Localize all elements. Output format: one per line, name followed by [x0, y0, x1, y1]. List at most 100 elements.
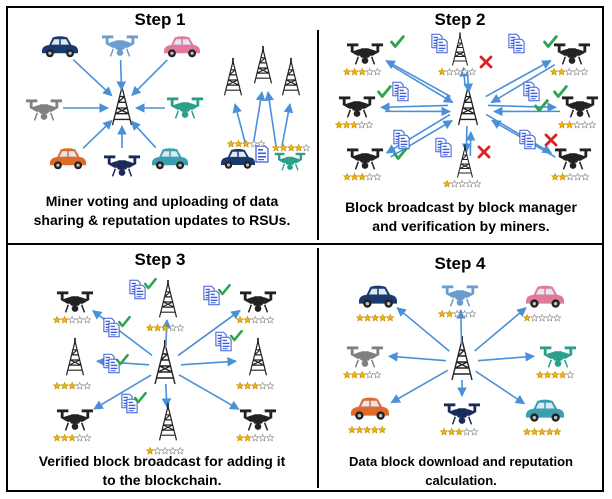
arrow [385, 113, 451, 154]
step4-caption: Data block download and reputation calcu… [322, 452, 600, 490]
tower-icon [154, 340, 176, 385]
cross-icon [544, 133, 558, 147]
checkmark-icon [377, 85, 392, 98]
star-rating-icon [535, 370, 575, 379]
document-icon [255, 145, 269, 163]
document-icon [220, 336, 232, 352]
car-icon [50, 148, 86, 170]
drone-icon [554, 148, 592, 170]
tower-icon [253, 45, 273, 84]
star-rating-icon [550, 172, 590, 181]
document-icon [398, 134, 410, 150]
arrow [474, 307, 527, 352]
cross-icon [477, 145, 491, 159]
tower-icon [158, 279, 178, 318]
step1-caption-line2: sharing & reputation updates to RSUs. [33, 212, 291, 228]
star-rating-icon [342, 172, 382, 181]
star-rating-icon [271, 143, 311, 152]
arrow [131, 59, 168, 96]
star-rating-icon [334, 120, 374, 129]
step4-caption-line1: Data block download and reputation [349, 454, 573, 469]
drone-icon [441, 285, 479, 307]
checkmark-icon [133, 391, 147, 404]
drone-icon [166, 97, 204, 119]
arrow [385, 59, 451, 98]
arrow [72, 58, 113, 97]
checkmark-icon [553, 85, 568, 98]
document-icon [513, 38, 525, 54]
car-icon [42, 36, 78, 58]
arrow [161, 319, 172, 349]
arrow [91, 310, 153, 356]
car-icon [526, 285, 564, 308]
star-rating-icon [226, 139, 266, 148]
checkmark-icon [393, 147, 408, 160]
drone-icon [346, 43, 384, 65]
star-rating-icon [557, 120, 597, 129]
step1-caption-line1: Miner voting and uploading of data [45, 193, 279, 209]
step4-title: Step 4 [434, 254, 486, 273]
arrow [490, 63, 556, 104]
star-rating-icon [145, 323, 185, 332]
drone-icon [561, 96, 599, 118]
document-icon [126, 398, 138, 414]
document-icon [397, 86, 409, 102]
step2-title: Step 2 [434, 10, 486, 29]
star-rating-icon [442, 179, 482, 188]
arrow [461, 125, 472, 153]
tower-icon [223, 57, 243, 96]
tower-icon [158, 402, 178, 441]
car-icon [152, 148, 188, 170]
arrow [389, 64, 454, 104]
star-rating-icon [439, 427, 479, 436]
drone-icon [56, 409, 94, 431]
car-icon [526, 399, 564, 422]
document-icon [440, 142, 452, 158]
drone-icon [25, 99, 63, 121]
arrow [475, 370, 526, 405]
star-rating-icon [235, 381, 275, 390]
star-rating-icon [235, 433, 275, 442]
tower-icon [451, 32, 469, 66]
drone-icon [103, 155, 141, 177]
step2-caption-line2: and verification by miners. [372, 218, 550, 234]
step1-title: Step 1 [134, 10, 186, 29]
tower-icon [248, 337, 268, 376]
drone-icon [443, 403, 481, 425]
drone-icon [239, 409, 277, 431]
car-icon [221, 148, 255, 169]
star-rating-icon [145, 446, 185, 455]
drone-icon [539, 346, 577, 368]
document-icon [108, 358, 120, 374]
star-rating-icon [52, 315, 92, 324]
checkmark-icon [217, 283, 231, 296]
star-rating-icon [52, 433, 92, 442]
arrow [93, 374, 152, 410]
checkmark-icon [115, 353, 129, 366]
arrow [465, 131, 476, 157]
arrow [477, 352, 536, 362]
drone-icon [56, 291, 94, 313]
arrow [380, 102, 449, 112]
drone-icon [338, 96, 376, 118]
drone-icon [274, 152, 306, 171]
cross-icon [479, 55, 493, 69]
arrow [161, 383, 172, 408]
star-rating-icon [522, 313, 562, 322]
drone-icon [346, 346, 384, 368]
document-icon [108, 322, 120, 338]
step3-caption: Verified block broadcast for adding it t… [10, 452, 314, 490]
step2-caption-line1: Block broadcast by block manager [345, 199, 577, 215]
star-rating-icon [342, 370, 382, 379]
step1-caption: Miner voting and uploading of data shari… [10, 192, 314, 230]
arrow [180, 356, 238, 367]
star-rating-icon [437, 67, 477, 76]
arrow [82, 119, 113, 149]
step2-caption: Block broadcast by block manager and ver… [322, 198, 600, 236]
drone-icon [239, 291, 277, 313]
checkmark-icon [229, 329, 243, 342]
step3-caption-line1: Verified block broadcast for adding it [38, 453, 286, 469]
